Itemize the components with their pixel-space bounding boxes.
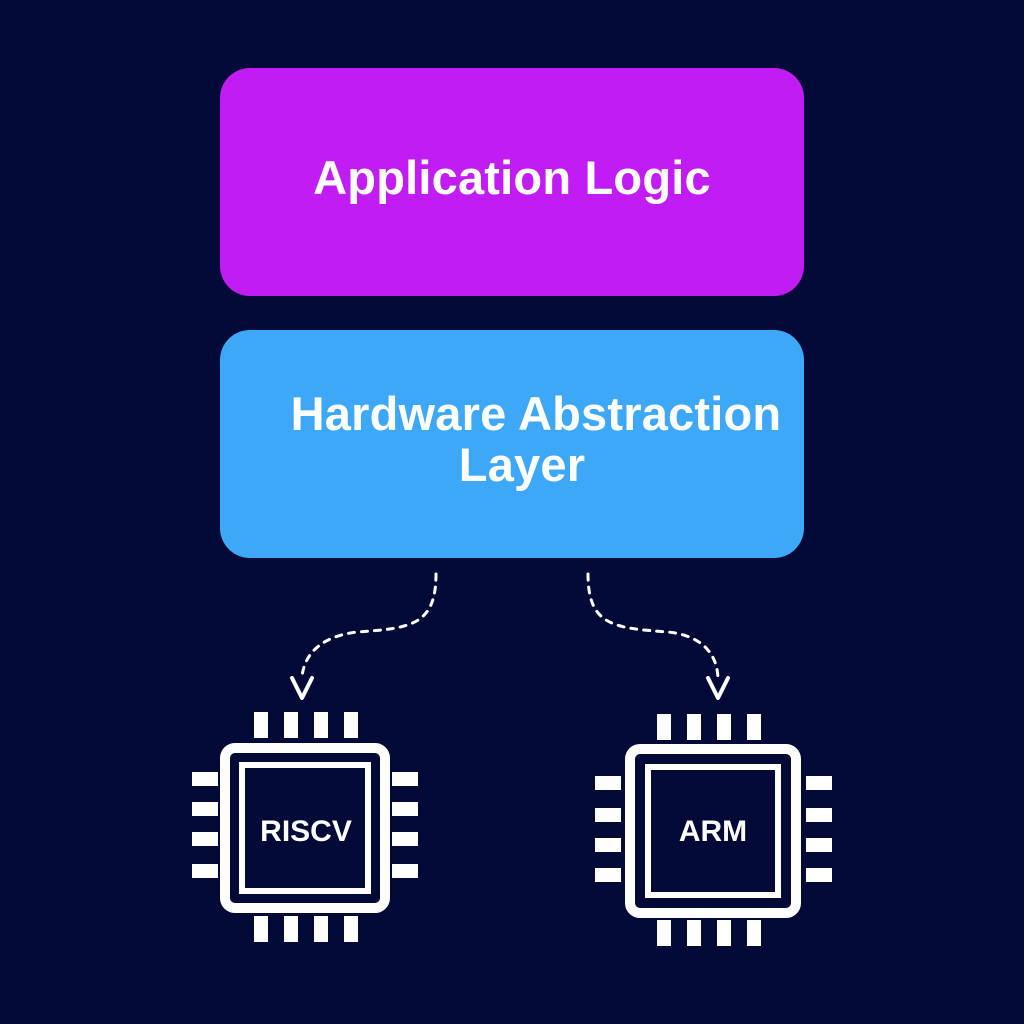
hal-label-line-1: Hardware Abstraction: [290, 386, 782, 440]
application-logic-label: Application Logic: [313, 151, 711, 205]
arm-chip-icon: [595, 714, 832, 946]
application-logic-layer: Application Logic: [220, 68, 804, 296]
arrowhead-icon: [290, 676, 314, 700]
connector-to-riscv: [290, 572, 438, 700]
connector-to-arm: [586, 572, 730, 700]
riscv-chip-icon: [192, 712, 418, 942]
arm-label: ARM: [679, 815, 747, 848]
hardware-abstraction-layer: Hardware Abstraction Layer: [220, 330, 804, 558]
riscv-label: RISCV: [260, 815, 352, 848]
arrowhead-icon: [706, 676, 730, 700]
hal-label-line-2: Layer: [458, 438, 586, 491]
